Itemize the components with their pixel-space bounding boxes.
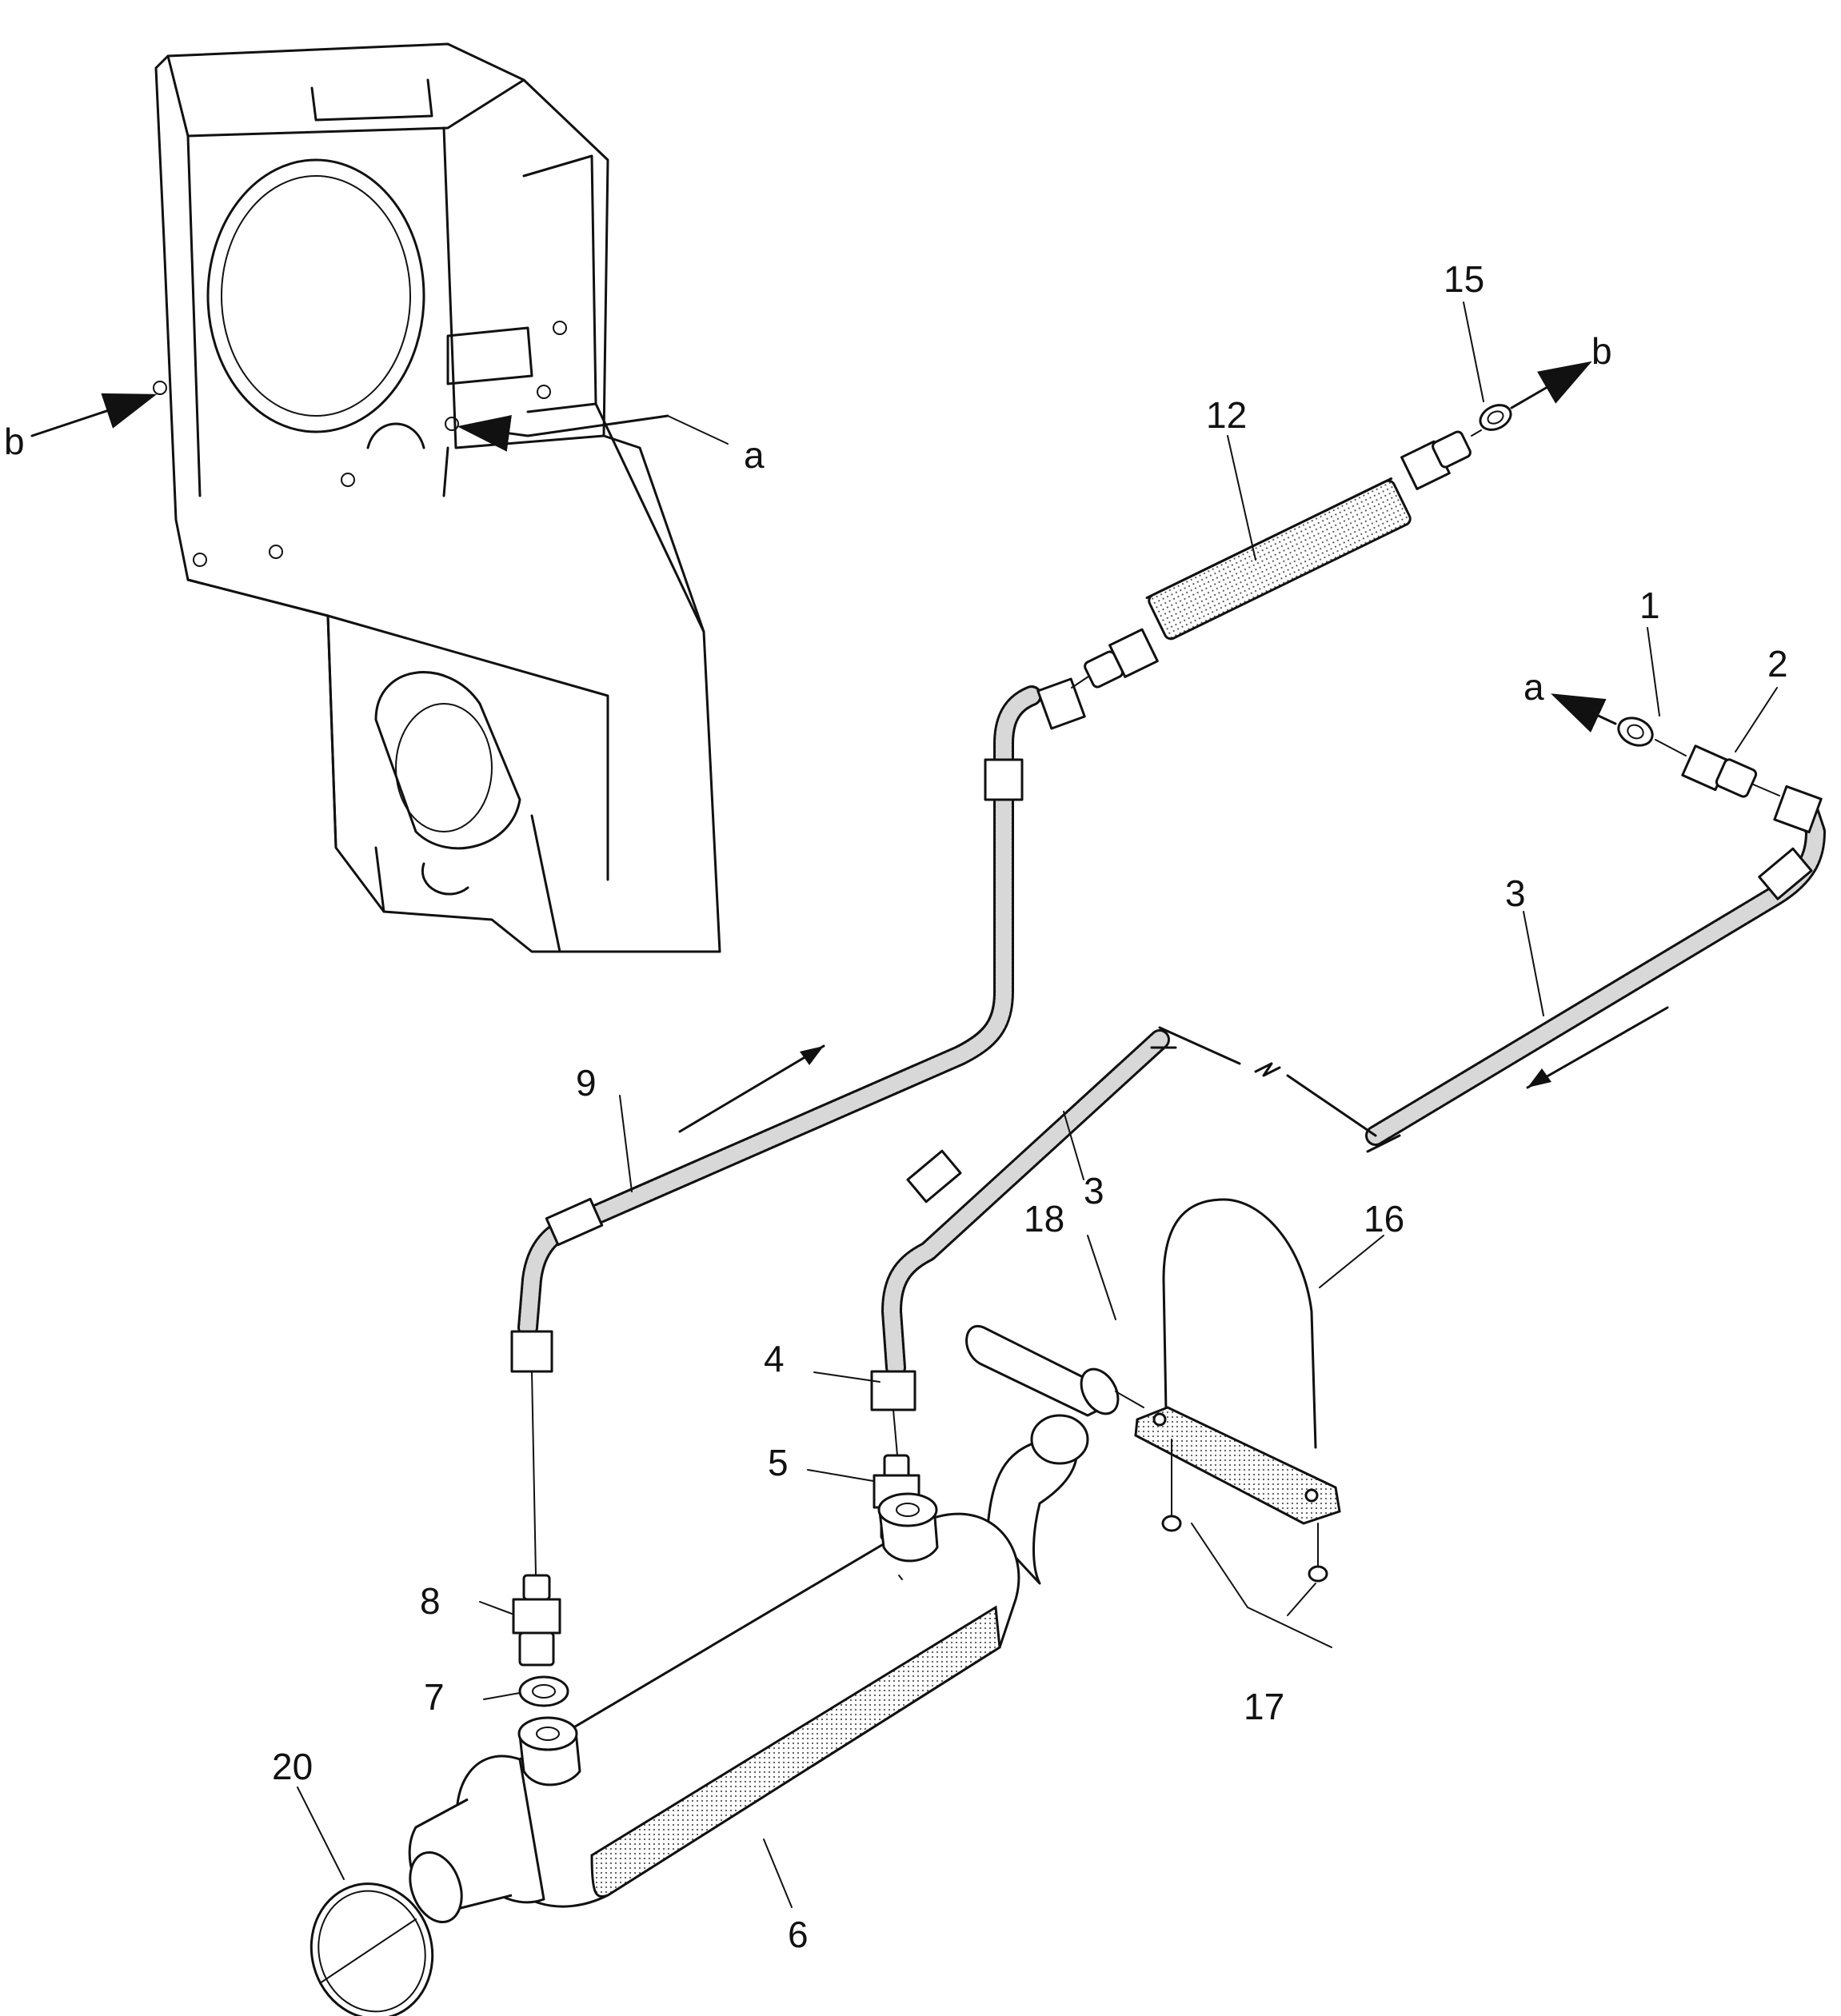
label-4: 4 [764,1338,785,1379]
o-ring-20 [309,1882,434,2016]
label-3-upper: 3 [1505,872,1526,914]
oil-cooler-6 [408,1414,1089,1924]
label-16: 16 [1364,1198,1404,1240]
washer-7 [518,1675,569,1707]
label-a-right: a [1524,666,1544,708]
label-b-left: b [4,421,25,462]
washer-1 [1617,717,1687,756]
adapter-2 [1681,745,1780,798]
connector-8 [512,1574,561,1667]
leader-lines [297,301,1778,1908]
flow-arrow-hose-3 [1526,1006,1669,1089]
flow-arrow-hose-9 [678,1044,825,1133]
label-7: 7 [424,1676,445,1718]
bolts-17 [1161,1439,1328,1583]
hose-3 [870,784,1826,1456]
label-15: 15 [1444,258,1484,300]
u-bolt-16 [1162,1198,1317,1449]
port-arrow-a-right [1551,693,1617,733]
label-6: 6 [788,1914,809,1955]
label-17: 17 [1244,1686,1284,1727]
bracket-plate [1134,1406,1341,1525]
label-a-left: a [744,434,765,476]
transmission-case [153,42,721,953]
sleeve-18 [965,1324,1144,1417]
filter-12 [1071,430,1472,689]
label-5: 5 [768,1442,789,1483]
hose-9 [510,677,1086,1576]
label-8: 8 [420,1580,441,1622]
port-arrow-b-right [1471,361,1592,437]
label-20: 20 [272,1746,313,1787]
label-3-lower: 3 [1084,1170,1104,1212]
part-labels: 1 2 3 3 4 5 6 7 8 9 12 15 16 17 18 20 a … [4,258,1788,1955]
label-1: 1 [1639,585,1660,626]
label-12: 12 [1206,394,1247,436]
label-9: 9 [576,1062,597,1104]
label-2: 2 [1767,643,1788,685]
port-arrow-b-left [30,393,158,437]
label-b-right: b [1591,330,1612,372]
port-arrow-a-left [457,414,729,452]
washer-15 [1479,404,1512,431]
label-18: 18 [1024,1198,1064,1240]
